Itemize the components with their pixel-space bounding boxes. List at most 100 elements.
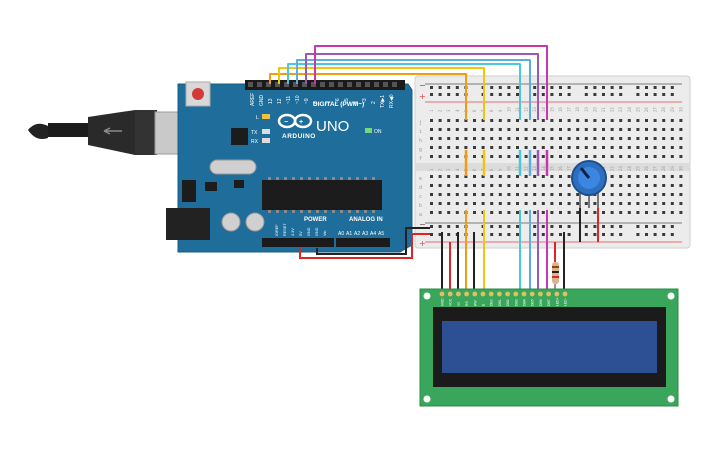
- breadboard-hole[interactable]: [567, 155, 571, 158]
- breadboard-hole[interactable]: [584, 202, 588, 205]
- breadboard-hole[interactable]: [464, 175, 468, 178]
- rail-hole[interactable]: [602, 225, 605, 228]
- reset-button-cap[interactable]: [192, 88, 204, 100]
- rail-hole[interactable]: [533, 93, 537, 96]
- rail-hole[interactable]: [670, 93, 674, 96]
- wire-pin11-yellow[interactable]: [278, 67, 485, 120]
- rail-hole[interactable]: [593, 86, 597, 89]
- rail-hole[interactable]: [559, 93, 562, 96]
- breadboard-hole[interactable]: [670, 146, 674, 149]
- breadboard-hole[interactable]: [619, 128, 623, 131]
- breadboard-hole[interactable]: [473, 128, 476, 131]
- lcd-pin[interactable]: [456, 291, 461, 297]
- breadboard-hole[interactable]: [567, 137, 571, 140]
- breadboard-hole[interactable]: [567, 146, 571, 149]
- rail-hole[interactable]: [653, 93, 657, 96]
- breadboard-hole[interactable]: [593, 211, 597, 214]
- rail-hole[interactable]: [455, 93, 459, 96]
- lcd-pin[interactable]: [472, 291, 478, 297]
- rail-hole[interactable]: [438, 86, 442, 89]
- breadboard-hole[interactable]: [627, 128, 631, 131]
- breadboard-hole[interactable]: [576, 137, 580, 140]
- rail-hole[interactable]: [619, 93, 623, 96]
- breadboard-hole[interactable]: [670, 175, 674, 178]
- rail-hole[interactable]: [636, 233, 640, 236]
- breadboard-hole[interactable]: [602, 137, 605, 140]
- rail-hole[interactable]: [653, 233, 657, 236]
- breadboard-hole[interactable]: [447, 202, 451, 205]
- breadboard-hole[interactable]: [498, 211, 502, 214]
- breadboard-hole[interactable]: [670, 155, 674, 158]
- breadboard-hole[interactable]: [447, 175, 451, 178]
- breadboard-hole[interactable]: [550, 137, 554, 140]
- wire-pin12-orange[interactable]: [269, 73, 467, 120]
- breadboard-hole[interactable]: [653, 211, 657, 214]
- breadboard-hole[interactable]: [430, 211, 433, 214]
- breadboard-hole[interactable]: [619, 184, 623, 187]
- breadboard-hole[interactable]: [550, 119, 554, 122]
- breadboard-hole[interactable]: [533, 146, 537, 149]
- breadboard-hole[interactable]: [593, 146, 597, 149]
- breadboard-hole[interactable]: [524, 155, 528, 158]
- wire-pin5-cyan[interactable]: [287, 63, 521, 120]
- breadboard-hole[interactable]: [576, 193, 580, 196]
- lcd-pin[interactable]: [488, 291, 494, 297]
- rail-hole[interactable]: [567, 233, 571, 236]
- breadboard-hole[interactable]: [567, 202, 571, 205]
- breadboard-hole[interactable]: [645, 184, 648, 187]
- breadboard-hole[interactable]: [662, 202, 666, 205]
- breadboard-hole[interactable]: [627, 119, 631, 122]
- breadboard-hole[interactable]: [602, 202, 605, 205]
- breadboard-hole[interactable]: [438, 137, 442, 140]
- rail-hole[interactable]: [498, 225, 502, 228]
- breadboard-hole[interactable]: [653, 137, 657, 140]
- rail-hole[interactable]: [430, 225, 433, 228]
- breadboard-hole[interactable]: [507, 155, 511, 158]
- rail-hole[interactable]: [602, 93, 605, 96]
- rail-hole[interactable]: [662, 233, 666, 236]
- breadboard-hole[interactable]: [498, 137, 502, 140]
- breadboard-hole[interactable]: [455, 175, 459, 178]
- breadboard-hole[interactable]: [473, 184, 476, 187]
- breadboard-hole[interactable]: [619, 137, 623, 140]
- breadboard-hole[interactable]: [567, 119, 571, 122]
- breadboard-hole[interactable]: [636, 119, 640, 122]
- breadboard-hole[interactable]: [430, 137, 433, 140]
- rail-hole[interactable]: [490, 86, 494, 89]
- breadboard-hole[interactable]: [473, 211, 476, 214]
- breadboard-hole[interactable]: [653, 202, 657, 205]
- rail-hole[interactable]: [516, 233, 519, 236]
- breadboard-hole[interactable]: [430, 184, 433, 187]
- breadboard-hole[interactable]: [473, 193, 476, 196]
- breadboard-hole[interactable]: [559, 137, 562, 140]
- breadboard-hole[interactable]: [430, 202, 433, 205]
- rail-hole[interactable]: [430, 93, 433, 96]
- rail-hole[interactable]: [498, 93, 502, 96]
- breadboard-hole[interactable]: [679, 184, 683, 187]
- breadboard-hole[interactable]: [602, 128, 605, 131]
- breadboard-hole[interactable]: [507, 119, 511, 122]
- breadboard-hole[interactable]: [438, 211, 442, 214]
- breadboard-hole[interactable]: [670, 128, 674, 131]
- breadboard-hole[interactable]: [670, 211, 674, 214]
- lcd-pin[interactable]: [439, 291, 445, 297]
- breadboard-hole[interactable]: [438, 193, 442, 196]
- breadboard-hole[interactable]: [516, 193, 519, 196]
- rail-hole[interactable]: [430, 233, 433, 236]
- breadboard-hole[interactable]: [627, 146, 631, 149]
- breadboard-hole[interactable]: [593, 155, 597, 158]
- breadboard-hole[interactable]: [584, 119, 588, 122]
- breadboard-hole[interactable]: [593, 202, 597, 205]
- breadboard-hole[interactable]: [662, 137, 666, 140]
- rail-hole[interactable]: [593, 233, 597, 236]
- breadboard-hole[interactable]: [619, 155, 623, 158]
- breadboard-hole[interactable]: [584, 137, 588, 140]
- breadboard-hole[interactable]: [516, 137, 519, 140]
- breadboard-hole[interactable]: [455, 128, 459, 131]
- breadboard-hole[interactable]: [550, 211, 554, 214]
- breadboard-hole[interactable]: [636, 155, 640, 158]
- lcd-pin[interactable]: [521, 291, 527, 297]
- breadboard-hole[interactable]: [559, 211, 562, 214]
- breadboard-hole[interactable]: [464, 184, 468, 187]
- breadboard-hole[interactable]: [524, 119, 528, 122]
